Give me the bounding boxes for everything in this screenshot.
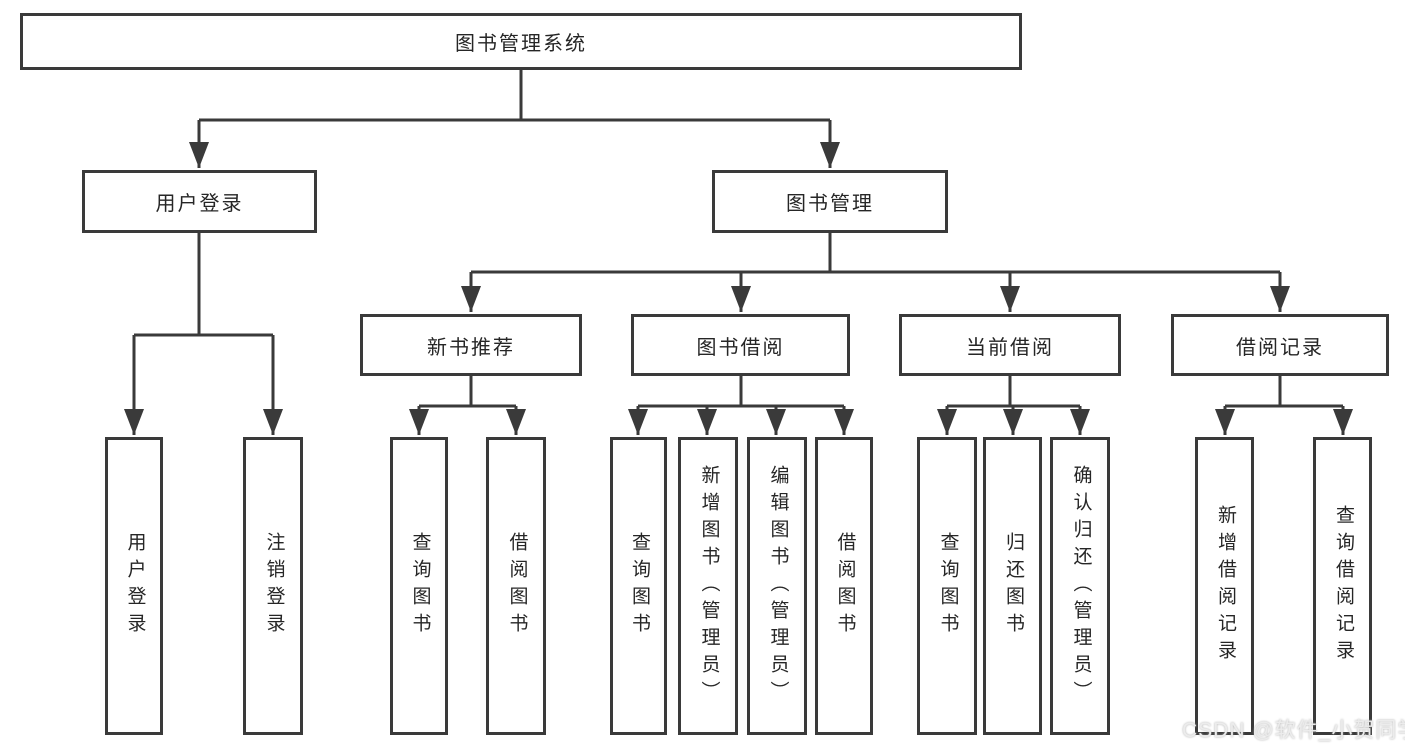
leaf-logout: 注销登录 [243,437,303,735]
connector-book-management [471,233,1280,274]
leaf-borrow-books-recommend: 借阅图书 [486,437,546,735]
connector-new-book-recommend [419,376,516,408]
connector-root [199,70,830,122]
leaf-edit-book-admin: 编辑图书（管理员） [747,437,807,735]
leaf-borrow-books: 借阅图书 [815,437,873,735]
connector-user-login [134,233,273,337]
node-book-borrow: 图书借阅 [631,314,850,376]
node-user-login: 用户登录 [82,170,317,233]
node-new-book-recommend: 新书推荐 [360,314,582,376]
node-borrow-records: 借阅记录 [1171,314,1389,376]
leaf-query-borrow-record: 查询借阅记录 [1313,437,1372,735]
leaf-confirm-return-admin: 确认归还（管理员） [1050,437,1110,735]
leaf-return-book: 归还图书 [983,437,1042,735]
leaf-add-borrow-record: 新增借阅记录 [1195,437,1254,735]
leaf-add-book-admin: 新增图书（管理员） [678,437,738,735]
connector-current-borrow [947,376,1080,408]
node-current-borrow: 当前借阅 [899,314,1121,376]
leaf-query-books-recommend: 查询图书 [390,437,448,735]
leaf-user-login: 用户登录 [105,437,163,735]
connector-borrow-records [1225,376,1343,408]
node-book-management: 图书管理 [712,170,948,233]
leaf-query-books-borrow: 查询图书 [610,437,667,735]
leaf-query-books-current: 查询图书 [917,437,977,735]
node-root: 图书管理系统 [20,13,1022,70]
connector-book-borrow [638,376,844,408]
csdn-watermark: CSDN @软件_小贺同学 [1182,719,1405,742]
